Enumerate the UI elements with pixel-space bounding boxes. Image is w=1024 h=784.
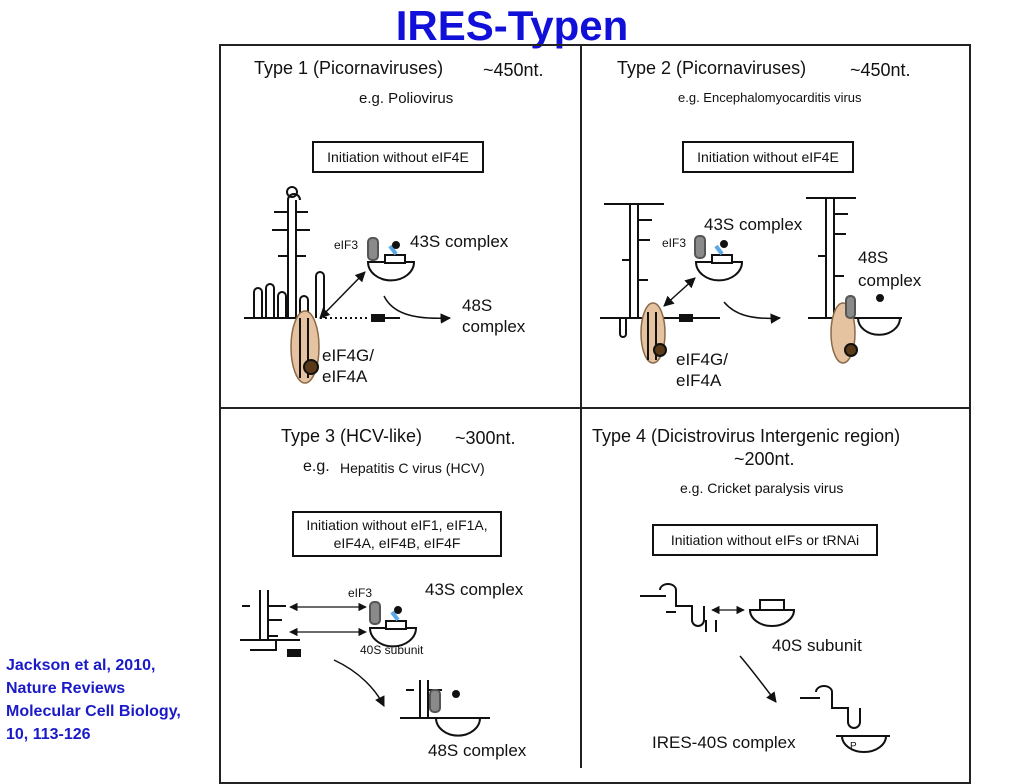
type3-48s-label: 48S complex <box>428 741 527 760</box>
citation-line: Molecular Cell Biology, <box>6 703 181 720</box>
type1-example: e.g. Poliovirus <box>359 90 454 107</box>
horizontal-divider <box>219 407 971 409</box>
type3-condition-box: Initiation without eIF1, eIF1A, eIF4A, e… <box>292 511 502 557</box>
type2-condition-box: Initiation without eIF4E <box>682 141 854 173</box>
type2-48s-label-line2: complex <box>858 271 922 290</box>
citation-line: Jackson et al, 2010, <box>6 657 156 674</box>
type1-diagram <box>244 186 452 384</box>
type2-eif4-label-line2: eIF4A <box>676 371 722 390</box>
type2-heading: Type 2 (Picornaviruses) <box>617 58 807 78</box>
type3-condition-line1: Initiation without eIF1, eIF1A, <box>306 517 488 533</box>
type3-condition-line2: eIF4A, eIF4B, eIF4F <box>333 535 461 551</box>
citation-line: 10, 113-126 <box>6 726 91 743</box>
type1-eif4-label-line1: eIF4G/ <box>322 346 374 365</box>
type1-43s-label: 43S complex <box>410 232 509 251</box>
type4-heading: Type 4 (Dicistrovirus Intergenic region) <box>592 426 901 446</box>
type3-length: ~300nt. <box>455 428 516 448</box>
type1-48s-label-line1: 48S <box>462 296 493 315</box>
type3-40s-label: 40S subunit <box>360 643 424 657</box>
type2-48s-label-line1: 48S <box>858 248 889 267</box>
type3-example: Hepatitis C virus (HCV) <box>340 460 485 476</box>
type4-diagram: P <box>640 583 890 753</box>
ires-diagrams: P <box>240 186 902 753</box>
citation-line: Nature Reviews <box>6 680 126 697</box>
type2-length: ~450nt. <box>850 60 911 80</box>
type2-43s-label: 43S complex <box>704 215 803 234</box>
type4-condition-box: Initiation without eIFs or tRNAi <box>652 524 878 556</box>
eif3-shape <box>367 237 379 261</box>
type3-eif3-label: eIF3 <box>348 586 373 600</box>
type3-43s-label: 43S complex <box>425 580 524 599</box>
citation: Jackson et al, 2010, Nature Reviews Mole… <box>6 654 181 746</box>
type1-48s-label-line2: complex <box>462 317 526 336</box>
type1-length: ~450nt. <box>483 60 544 80</box>
stem-loop <box>277 291 287 318</box>
slide-title: IRES-Typen <box>395 2 629 49</box>
cross-arms <box>272 193 310 231</box>
svg-text:P: P <box>850 741 857 752</box>
vertical-divider <box>580 44 582 768</box>
type3-diagram <box>240 590 490 737</box>
type4-40s-label: 40S subunit <box>772 636 862 655</box>
type4-condition: Initiation without eIFs or tRNAi <box>670 532 860 548</box>
type1-eif3-label: eIF3 <box>334 238 359 252</box>
type2-condition: Initiation without eIF4E <box>697 149 839 165</box>
type1-condition-box: Initiation without eIF4E <box>312 141 484 173</box>
type2-diagram <box>600 197 902 364</box>
type1-condition: Initiation without eIF4E <box>327 149 469 165</box>
40s-shape <box>366 261 416 282</box>
type4-length: ~200nt. <box>734 449 795 469</box>
type1-eif4-label-line2: eIF4A <box>322 367 368 386</box>
type1-heading: Type 1 (Picornaviruses) <box>254 58 444 78</box>
stem-loop <box>253 287 263 318</box>
eif4a-shape <box>303 359 319 375</box>
type2-example: e.g. Encephalomyocarditis virus <box>678 90 862 105</box>
stem <box>287 200 297 318</box>
stem-loop <box>265 283 275 318</box>
type3-example-prefix: e.g. <box>303 458 330 475</box>
type2-eif4-label-line1: eIF4G/ <box>676 350 728 369</box>
type4-ires40s-label: IRES-40S complex <box>652 733 796 752</box>
type2-eif3-label: eIF3 <box>662 236 687 250</box>
type4-example: e.g. Cricket paralysis virus <box>680 480 844 496</box>
type3-heading: Type 3 (HCV-like) <box>281 426 423 446</box>
